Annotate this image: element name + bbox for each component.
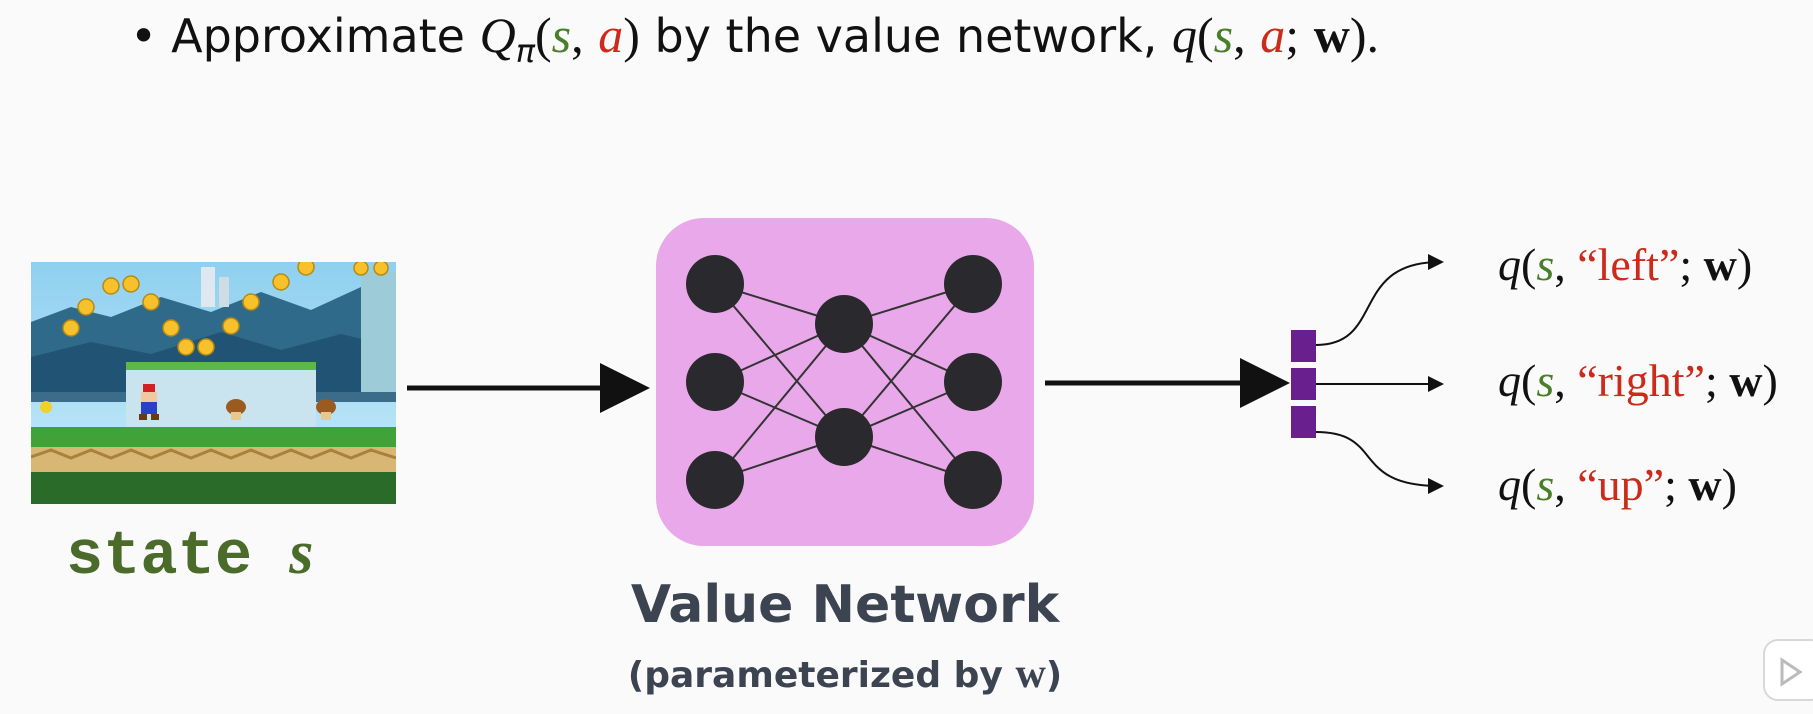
bullet-line: •Approximate Qπ(s, a) by the value netwo… [130,6,1379,70]
action-symbol-2: a [1260,7,1286,63]
output-w: w [1729,355,1763,406]
mario-sprite [139,384,159,420]
output-w: w [1703,239,1737,290]
q-pi-symbol: Q [479,7,516,63]
output-cell-left [1291,330,1316,362]
output-s: s [1536,239,1555,290]
pi-subscript: π [515,32,535,70]
output-node-1 [944,255,1002,313]
input-node-3 [686,451,744,509]
state-label: state s [66,518,313,592]
grass [31,427,396,447]
bullet-middle: by the value network, [654,9,1158,63]
open-paren: ( [534,7,552,63]
network-nodes [686,255,1002,509]
goomba-sprites [226,399,336,420]
network-subtitle-var: w [1015,651,1046,697]
hidden-node-1 [815,295,873,353]
comma-2: , [1233,7,1246,63]
output-vector [1291,330,1316,438]
state-symbol-2: s [1213,7,1234,63]
output-q: q [1498,355,1521,406]
cloud-platform [126,362,316,432]
output-s: s [1536,355,1555,406]
weights-symbol: w [1313,7,1350,63]
output-label-left: q(s, “left”; w) [1498,239,1753,290]
bullet-dot: • [130,9,158,63]
network-subtitle-prefix: (parameterized by [627,655,1003,696]
bullet-prefix: Approximate [171,9,465,63]
game-screenshot-image [31,262,396,504]
output-q: q [1498,239,1521,290]
output-label-right: q(s, “right”; w) [1498,355,1778,406]
output-cell-right [1291,368,1316,400]
network-subtitle: (parameterized by w) [600,650,1090,698]
output-action: “right” [1577,355,1705,406]
input-node-2 [686,353,744,411]
action-symbol: a [598,7,624,63]
output-label-up: q(s, “up”; w) [1498,459,1737,510]
state-word: state [66,521,253,592]
end-paren: ). [1349,7,1380,63]
branch-arrows [1315,254,1444,494]
network-title: Value Network [630,575,1060,635]
coins [62,262,389,356]
output-node-2 [944,353,1002,411]
state-var: s [289,519,314,587]
input-node-1 [686,255,744,313]
q-symbol: q [1172,7,1197,63]
output-node-3 [944,451,1002,509]
output-q: q [1498,459,1521,510]
network-box [656,218,1034,546]
output-s: s [1536,459,1555,510]
output-cell-up [1291,406,1316,438]
output-w: w [1688,459,1722,510]
output-action: “up” [1577,459,1665,510]
state-symbol: s [551,7,572,63]
semicolon: ; [1285,7,1300,63]
play-icon [1763,639,1813,701]
network-subtitle-suffix: ) [1045,655,1063,696]
close-paren: ) [623,7,640,63]
open-paren-2: ( [1197,7,1214,63]
comma: , [571,7,584,63]
output-action: “left” [1577,239,1680,290]
hidden-node-2 [815,408,873,466]
